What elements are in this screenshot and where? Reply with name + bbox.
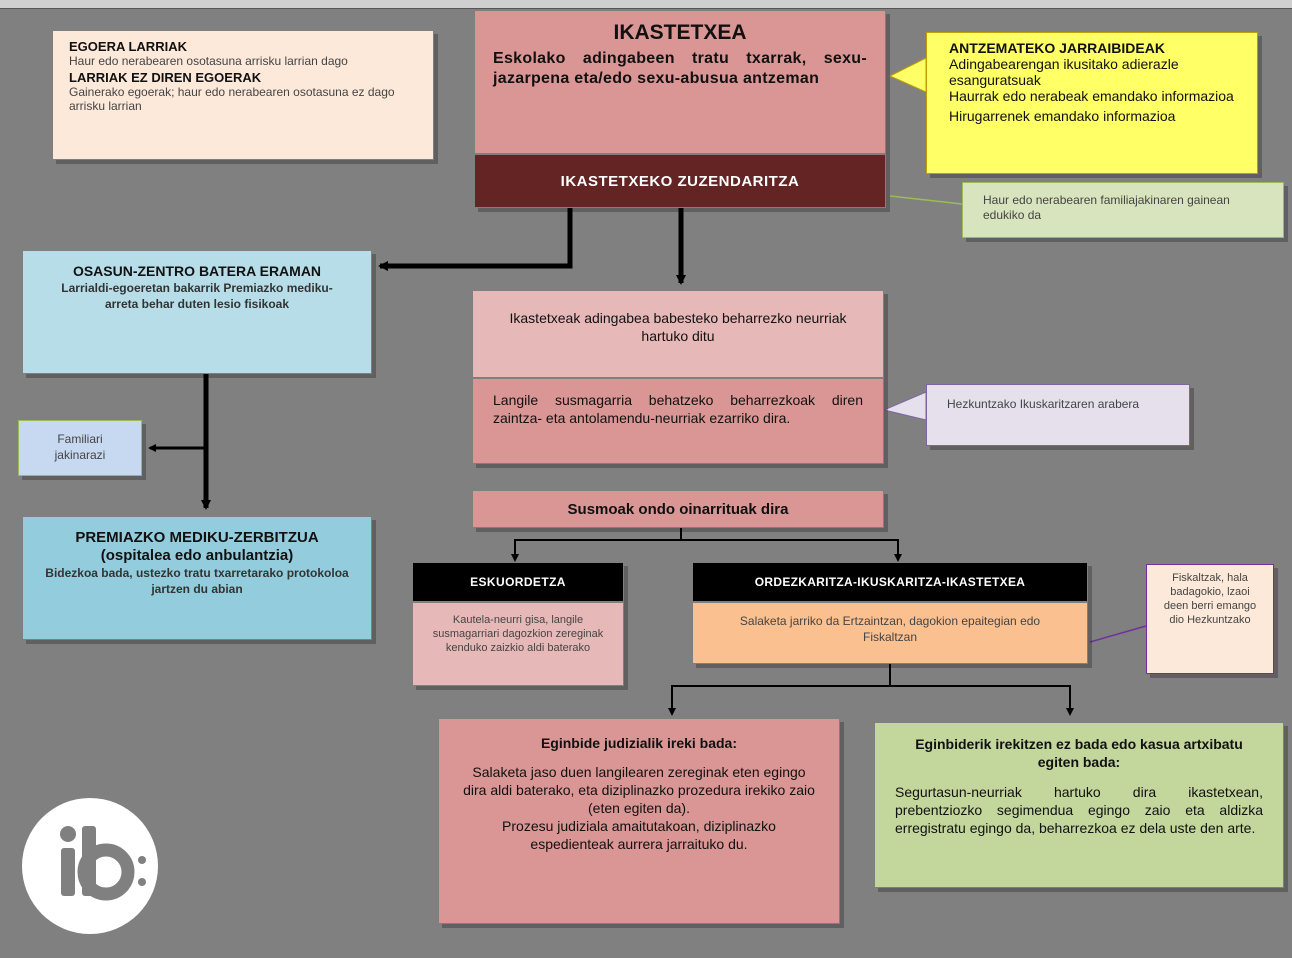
protect-text: Ikastetxeak adingabea babesteko beharrez… [509,310,847,344]
delegation-title: ESKUORDETZA [470,575,566,589]
delegation-box: Kautela-neurri gisa, langile susmagarria… [412,602,624,686]
school-text: Eskolako adingabeen tratu txarrak, sexu-… [493,50,867,87]
representation-header: ORDEZKARITZA-IKUSKARITZA-IKASTETXEA [692,562,1088,602]
school-box: IKASTETXEA Eskolako adingabeen tratu txa… [474,10,886,154]
representation-text: Salaketa jarriko da Ertzaintzan, dagokio… [739,614,1041,644]
representation-title: ORDEZKARITZA-IKUSKARITZA-IKASTETXEA [754,575,1026,589]
judicial-open-text-2: Prozesu judiziala amaitutakoan, diziplin… [502,818,776,852]
judicial-open-box: Eginbide judizialik ireki bada: Salaketa… [438,718,840,924]
detection-line-3: Hirugarrenek emandako informazioa [949,108,1176,124]
arrow-to-health-center [378,208,573,271]
inform-family-box: Familiari jakinarazi [18,420,142,476]
founded-box: Susmoak ondo oinarrituak dira [472,490,884,528]
representation-box: Salaketa jarriko da Ertzaintzan, dagokio… [692,602,1088,664]
school-title: IKASTETXEA [613,21,747,44]
judicial-open-title: Eginbide judizialik ireki bada: [540,735,738,751]
emergency-title: PREMIAZKO MEDIKU-ZERBITZUA (ospitalea ed… [75,529,319,564]
no-judicial-text: Segurtasun-neurriak hartuko dira ikastet… [895,784,1263,836]
ib-logo-mark [60,826,146,901]
founded-label: Susmoak ondo oinarrituak dira [567,500,789,518]
emergency-text: Bidezkoa bada, ustezko tratu txarretarak… [45,566,349,596]
inspection-note-box: Hezkuntzako Ikuskaritzaren arabera [926,384,1190,446]
prosecutor-note-box: Fiskaltzak, hala badagokio, lzaoi deen b… [1146,564,1274,674]
no-judicial-box: Eginbiderik irekitzen ez bada edo kasua … [874,722,1284,888]
family-note-box: Haur edo nerabearen familiajakinaren gai… [962,182,1284,238]
prosecutor-note-text: Fiskaltzak, hala badagokio, lzaoi deen b… [1163,572,1257,626]
no-judicial-title: Eginbiderik irekitzen ez bada edo kasua … [915,736,1243,770]
prosecutor-note-pointer [1089,625,1147,643]
arrow-to-delegation [511,539,681,562]
management-label: IKASTETXEKO ZUZENDARITZA [560,172,800,190]
legend-title-not-severe: LARRIAK EZ DIREN EGOERAK [69,70,262,85]
emergency-box: PREMIAZKO MEDIKU-ZERBITZUA (ospitalea ed… [22,516,372,640]
detection-line-2: Haurrak edo nerabeak emandako informazio… [949,88,1234,104]
management-box: IKASTETXEKO ZUZENDARITZA [474,154,886,208]
family-note-pointer [889,195,963,205]
delegation-header: ESKUORDETZA [412,562,624,602]
severity-legend: EGOERA LARRIAK Haur edo nerabearen osota… [52,30,434,160]
arrow-to-judicial-open [668,685,890,716]
arrow-to-representation [681,539,902,562]
health-center-text: Larrialdi-egoeretan bakarrik Premiazko m… [61,281,333,311]
detection-box: ANTZEMATEKO JARRAIBIDEAK Adingabearengan… [926,32,1258,174]
suspect-measures-box: Langile susmagarria behatzeko beharrezko… [472,378,884,464]
legend-text-severe: Haur edo nerabearen osotasuna arrisku la… [69,54,348,68]
legend-title-severe: EGOERA LARRIAK [69,39,187,54]
suspect-measures-text: Langile susmagarria behatzeko beharrezko… [493,392,863,426]
family-note-text: Haur edo nerabearen familiajakinaren gai… [983,193,1230,222]
top-title-strip [0,0,1292,9]
arrow-to-no-judicial [890,685,1074,716]
detection-line-1: Adingabearengan ikusitako adierazle esan… [949,56,1179,88]
detection-callout-pointer [888,57,927,93]
legend-text-not-severe: Gainerako egoerak; haur edo nerabearen o… [69,85,395,113]
protect-box: Ikastetxeak adingabea babesteko beharrez… [472,290,884,378]
health-center-title: OSASUN-ZENTRO BATERA ERAMAN [72,263,322,279]
inform-family-text: Familiari jakinarazi [54,432,106,462]
inspection-note-text: Hezkuntzako Ikuskaritzaren arabera [947,397,1140,411]
detection-title: ANTZEMATEKO JARRAIBIDEAK [949,40,1165,56]
inspection-callout-pointer [882,391,927,421]
ib-logo [22,798,158,934]
health-center-box: OSASUN-ZENTRO BATERA ERAMAN Larrialdi-eg… [22,250,372,374]
delegation-text: Kautela-neurri gisa, langile susmagarria… [432,614,604,654]
judicial-open-text-1: Salaketa jaso duen langilearen zereginak… [463,764,815,816]
